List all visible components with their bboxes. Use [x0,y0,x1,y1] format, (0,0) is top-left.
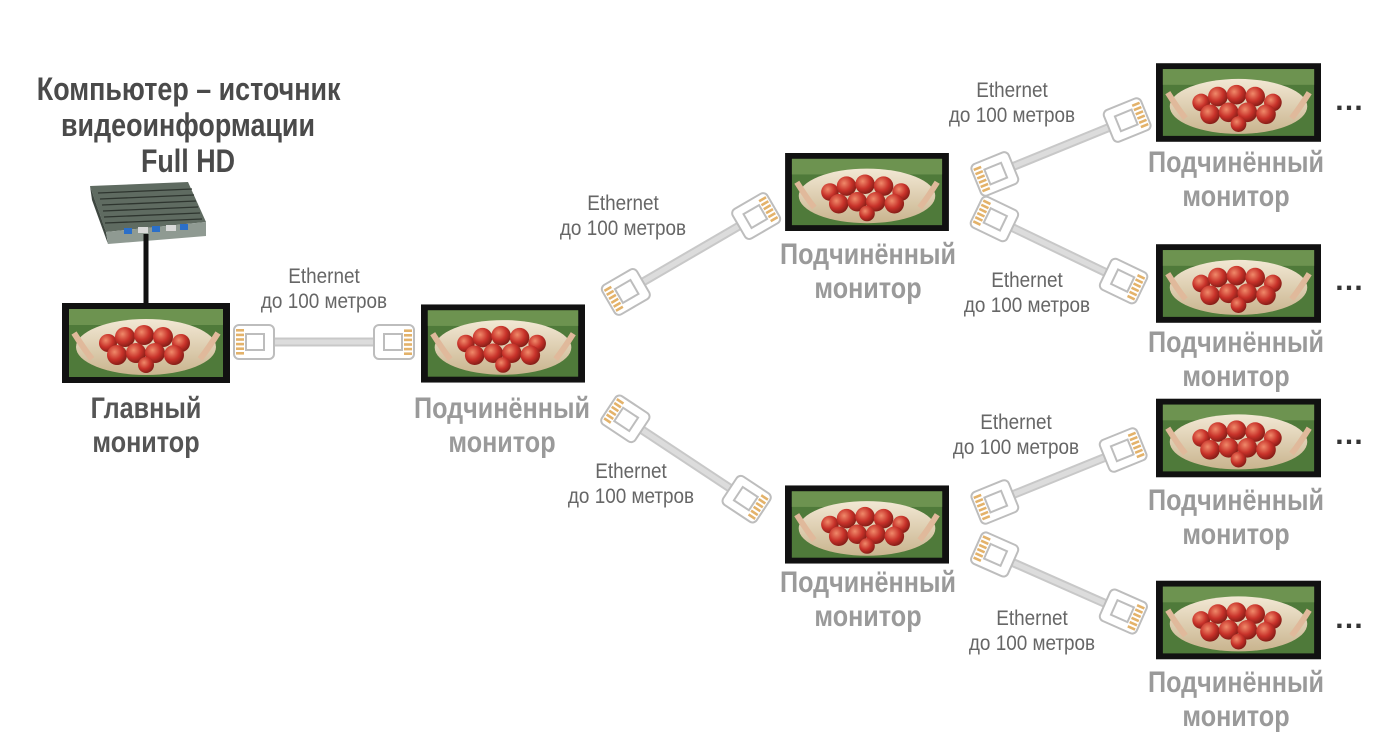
rj45-connector [1102,97,1152,143]
ethernet-label-line-1: Ethernet [991,269,1063,292]
slave-label-line-1: Подчинённый [1147,666,1324,699]
ethernet-label-line-1: Ethernet [595,460,667,483]
ethernet-label: Ethernet до 100 метров [951,606,1113,656]
title-line-3: Full HD [140,142,236,179]
source-computer [90,182,206,244]
slave-label-line-2: монитор [814,271,922,305]
ethernet-cable [600,394,772,524]
rj45-connector [970,479,1020,525]
title-line-1: Компьютер – источник [36,71,341,107]
ethernet-cable [969,195,1149,305]
slave-monitor-2 [785,153,949,231]
ethernet-cable [600,192,782,316]
rj45-connector [233,324,275,360]
ethernet-label-line-2: до 100 метров [952,436,1080,460]
rj45-connector [600,268,651,316]
ethernet-label: Ethernet до 100 метров [243,264,405,314]
ethernet-label-line-2: до 100 метров [963,294,1091,318]
slave-label-line-1: Подчинённый [413,392,590,425]
slave-monitor-3 [785,485,949,563]
slave-monitor-label: Подчинённый монитор [1142,326,1330,393]
rj45-connector [1098,257,1149,305]
slave-monitor-1 [421,304,585,382]
slave-label-line-2: монитор [814,599,922,633]
continuation-dots: … [1334,418,1368,451]
slave-monitor-5 [1156,244,1321,323]
rj45-connector [731,192,782,240]
ethernet-label: Ethernet до 100 метров [542,191,704,241]
slave-label-line-1: Подчинённый [1147,326,1324,359]
slave-monitor-label: Подчинённый монитор [1142,666,1330,733]
rj45-connector [969,195,1020,243]
ethernet-label-line-1: Ethernet [976,79,1048,102]
ethernet-label-line-2: до 100 метров [559,217,687,241]
rj45-connector [600,394,651,444]
rj45-connector [970,151,1020,197]
rj45-connector [373,324,415,360]
ethernet-label-line-1: Ethernet [996,607,1068,630]
main-monitor-label: Главный монитор [62,392,230,459]
slave-label-line-2: монитор [1182,359,1290,393]
continuation-dots: … [1334,602,1368,635]
continuation-dots: … [1334,84,1368,117]
rj45-connector [1098,427,1148,473]
ethernet-label: Ethernet до 100 метров [550,459,712,509]
ethernet-label-line-2: до 100 метров [260,290,388,314]
slave-monitor-label: Подчинённый монитор [774,238,962,305]
slave-monitor-6 [1156,399,1321,478]
ethernet-label-line-1: Ethernet [587,192,659,215]
main-monitor [62,303,230,383]
ethernet-cable [970,97,1152,197]
rj45-connector [1098,588,1148,635]
ethernet-label-line-2: до 100 метров [948,104,1076,128]
slave-label-line-1: Подчинённый [1147,146,1324,179]
slave-monitor-4 [1156,63,1321,142]
main-monitor-label-line-1: Главный [90,392,202,425]
slave-label-line-2: монитор [1182,517,1290,551]
ethernet-label-line-1: Ethernet [980,411,1052,434]
slave-monitor-label: Подчинённый монитор [408,392,596,459]
ethernet-label: Ethernet до 100 метров [931,78,1093,128]
ethernet-cables [233,97,1152,635]
ethernet-label-line-1: Ethernet [288,265,360,288]
ethernet-label-line-2: до 100 метров [567,485,695,509]
slave-monitor-label: Подчинённый монитор [1142,484,1330,551]
slave-monitor-label: Подчинённый монитор [1142,146,1330,213]
slave-label-line-1: Подчинённый [1147,484,1324,517]
main-monitor-label-line-2: монитор [92,425,200,459]
title-line-2: видеоинформации [61,106,315,143]
slave-monitor-label: Подчинённый монитор [774,566,962,633]
slave-monitor-7 [1156,581,1321,660]
source-computer-title: Компьютер – источник видеоинформации Ful… [36,71,341,179]
ethernet-cable [970,531,1148,635]
ethernet-label: Ethernet до 100 метров [935,410,1097,460]
ethernet-label-line-2: до 100 метров [968,632,1096,656]
rj45-connector [970,531,1020,578]
ethernet-cable [970,427,1148,525]
ethernet-label: Ethernet до 100 метров [946,268,1108,318]
rj45-connector [721,474,772,524]
slave-label-line-1: Подчинённый [779,238,956,271]
slave-label-line-1: Подчинённый [779,566,956,599]
continuation-dots: … [1334,264,1368,297]
slave-label-line-2: монитор [448,425,556,459]
slave-label-line-2: монитор [1182,179,1290,213]
slave-label-line-2: монитор [1182,699,1290,733]
ethernet-cable [233,324,415,360]
